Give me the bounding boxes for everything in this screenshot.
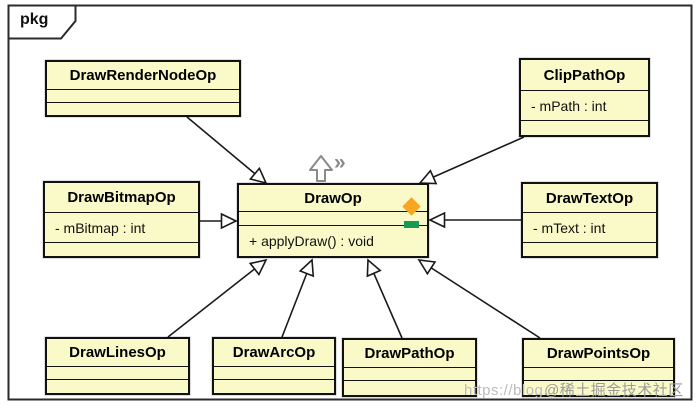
class-title: DrawPointsOp	[524, 340, 673, 368]
class-methods	[521, 121, 648, 135]
class-methods	[344, 381, 475, 395]
class-methods: + applyDraw() : void	[249, 233, 374, 249]
class-title: DrawRenderNodeOp	[47, 62, 239, 90]
class-attributes	[214, 367, 334, 380]
class-drawop[interactable]: DrawOp + applyDraw() : void	[237, 183, 429, 258]
class-drawrendernodeop[interactable]: DrawRenderNodeOp	[45, 60, 241, 117]
method-bar-icon	[404, 221, 419, 228]
edge-drawrendernodeop-drawop[interactable]	[186, 116, 268, 185]
class-attributes: - mPath : int	[521, 91, 648, 121]
edge-clippathop-drawop[interactable]	[418, 136, 525, 185]
watermark: https://blog.@稀土掘金技术社区	[464, 379, 684, 400]
package-tab	[7, 4, 77, 40]
class-methods	[47, 103, 239, 115]
class-title: DrawPathOp	[344, 340, 475, 368]
class-drawarcop[interactable]: DrawArcOp	[212, 337, 336, 395]
class-title: DrawOp	[239, 185, 427, 212]
class-drawtextop[interactable]: DrawTextOp - mText : int	[521, 182, 658, 258]
class-title: ClipPathOp	[521, 60, 648, 91]
chevrons-icon[interactable]: »	[334, 151, 346, 174]
class-title: DrawArcOp	[214, 339, 334, 367]
package-frame	[7, 4, 693, 401]
edge-drawpathop-drawop[interactable]	[366, 258, 403, 339]
class-attributes: - mText : int	[523, 213, 656, 243]
class-attributes	[344, 368, 475, 381]
class-drawpathop[interactable]: DrawPathOp	[342, 338, 477, 397]
class-attributes	[47, 367, 188, 380]
class-title: DrawLinesOp	[47, 339, 188, 367]
class-attributes	[239, 212, 427, 226]
class-drawlinesop[interactable]: DrawLinesOp	[45, 337, 190, 395]
edge-drawpointsop-drawop[interactable]	[417, 259, 541, 339]
class-attributes	[524, 368, 673, 381]
class-drawpointsop[interactable]: DrawPointsOp	[522, 338, 675, 397]
package-label: pkg	[20, 11, 49, 28]
class-attributes: - mBitmap : int	[45, 213, 198, 243]
class-drawbitmapop[interactable]: DrawBitmapOp - mBitmap : int	[43, 181, 200, 258]
edge-drawarcop-drawop[interactable]	[281, 258, 315, 338]
edge-drawlinesop-drawop[interactable]	[167, 258, 268, 338]
class-attributes	[47, 90, 239, 103]
class-methods	[47, 380, 188, 393]
class-title: DrawTextOp	[523, 184, 656, 213]
watermark-url: https://blog.	[464, 382, 549, 399]
class-clippathop[interactable]: ClipPathOp - mPath : int	[519, 58, 650, 137]
class-methods	[214, 380, 334, 393]
watermark-community: @稀土掘金技术社区	[544, 382, 684, 399]
supertypes-arrow-icon[interactable]	[309, 155, 333, 182]
class-methods	[45, 243, 198, 256]
class-title: DrawBitmapOp	[45, 183, 198, 213]
class-methods	[523, 243, 656, 256]
